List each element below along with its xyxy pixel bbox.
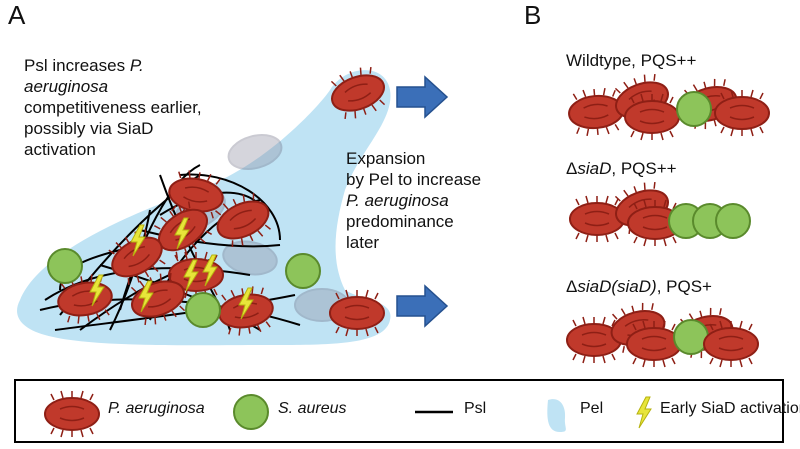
legend-pel-icon bbox=[547, 399, 566, 432]
row-wildtype-cells bbox=[566, 68, 770, 141]
row-label-gene: siaD bbox=[577, 159, 612, 178]
row-complement-cells bbox=[566, 297, 759, 368]
row-label-text: Wildtype, PQS++ bbox=[566, 51, 697, 70]
arrow-right-icon bbox=[396, 76, 448, 118]
arrow-right-icon bbox=[396, 285, 448, 327]
panel-b-label: B bbox=[524, 0, 542, 30]
row-label-text: , PQS++ bbox=[611, 159, 677, 178]
legend-siad-label: Early SiaD activation bbox=[660, 400, 800, 417]
row-label-delta-siad: ΔsiaD, PQS++ bbox=[566, 158, 677, 179]
sa-coccus bbox=[185, 292, 221, 328]
row-label-complement: ΔsiaD(siaD), PQS+ bbox=[566, 276, 712, 297]
legend-pel-label: Pel bbox=[580, 400, 604, 417]
pel-caption-line: predominance bbox=[346, 212, 454, 231]
psl-caption-line: possibly via SiaD bbox=[24, 119, 154, 138]
pa-bacterium bbox=[329, 289, 385, 337]
row-label-text: Δ bbox=[566, 277, 578, 296]
pel-caption: Expansion by Pel to increase P. aerugino… bbox=[346, 148, 481, 253]
row-label-text: , PQS+ bbox=[656, 277, 712, 296]
row-delta-siad-cells bbox=[569, 176, 751, 247]
pel-caption-line: by Pel to increase bbox=[346, 170, 482, 189]
psl-caption-line: competitiveness earlier, bbox=[24, 98, 202, 117]
pel-caption-line: P. aeruginosa bbox=[346, 191, 449, 210]
legend-box bbox=[14, 379, 784, 443]
panel-a-label: A bbox=[8, 0, 26, 30]
legend-pa-label: P. aeruginosa bbox=[108, 400, 205, 417]
legend-psl-label: Psl bbox=[464, 400, 487, 417]
pel-caption-line: later bbox=[346, 233, 380, 252]
psl-caption-line: Psl increases bbox=[24, 56, 130, 75]
sa-coccus bbox=[285, 253, 321, 289]
row-label-wildtype: Wildtype, PQS++ bbox=[566, 50, 696, 71]
sa-coccus bbox=[47, 248, 83, 284]
row-label-text: Δ bbox=[566, 159, 578, 178]
legend-sa-label: S. aureus bbox=[278, 400, 347, 417]
psl-caption: Psl increases P. aeruginosa competitiven… bbox=[24, 55, 202, 160]
psl-caption-line: P. bbox=[129, 56, 144, 75]
psl-caption-line: aeruginosa bbox=[24, 77, 109, 96]
pel-caption-line: Expansion bbox=[346, 149, 426, 168]
psl-caption-line: activation bbox=[24, 140, 96, 159]
row-label-gene: siaD(siaD) bbox=[577, 277, 657, 296]
